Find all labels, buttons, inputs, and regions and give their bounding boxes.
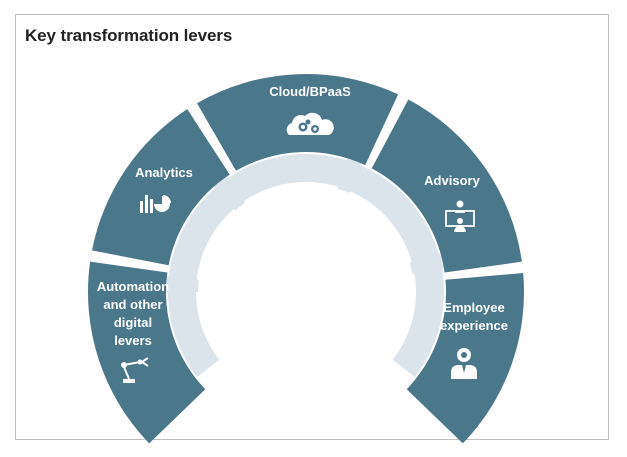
lever-advisory: Advisory (424, 173, 481, 232)
diagram-title: Key transformation levers (25, 26, 233, 45)
lever-cloud-bpaas: Cloud/BPaaS (269, 84, 351, 135)
cycle-arrow-head (166, 262, 199, 292)
lever-label-line: and other (103, 297, 162, 312)
lever-label-line: Cloud/BPaaS (269, 84, 351, 99)
employee-award-icon (451, 348, 477, 379)
inner-cycle-ring (166, 153, 444, 377)
lever-analytics: Analytics (135, 165, 193, 213)
lever-label-line: Employee (443, 300, 504, 315)
robot-arm-icon (121, 357, 149, 383)
lever-employee-experience: Employee experience (440, 300, 508, 379)
lever-label-line: digital (114, 315, 152, 330)
lever-label-line: levers (114, 333, 152, 348)
lever-automation: Automation and other digital levers (97, 279, 169, 383)
cycle-arrow-head (409, 253, 444, 288)
cycle-ring-arc (167, 153, 444, 377)
analytics-chart-icon (140, 195, 171, 213)
cycle-arrow-head (337, 158, 370, 193)
lever-segment-automation (88, 261, 206, 444)
lever-segment-analytics (92, 109, 230, 266)
presenter-board-icon (445, 200, 475, 232)
lever-label-line: Advisory (424, 173, 480, 188)
lever-label-line: Automation (97, 279, 169, 294)
cloud-gears-icon (286, 112, 334, 135)
cycle-arrow-head (214, 177, 250, 211)
lever-label-line: Analytics (135, 165, 193, 180)
lever-segment-advisory (371, 99, 522, 273)
lever-label-line: experience (440, 318, 508, 333)
